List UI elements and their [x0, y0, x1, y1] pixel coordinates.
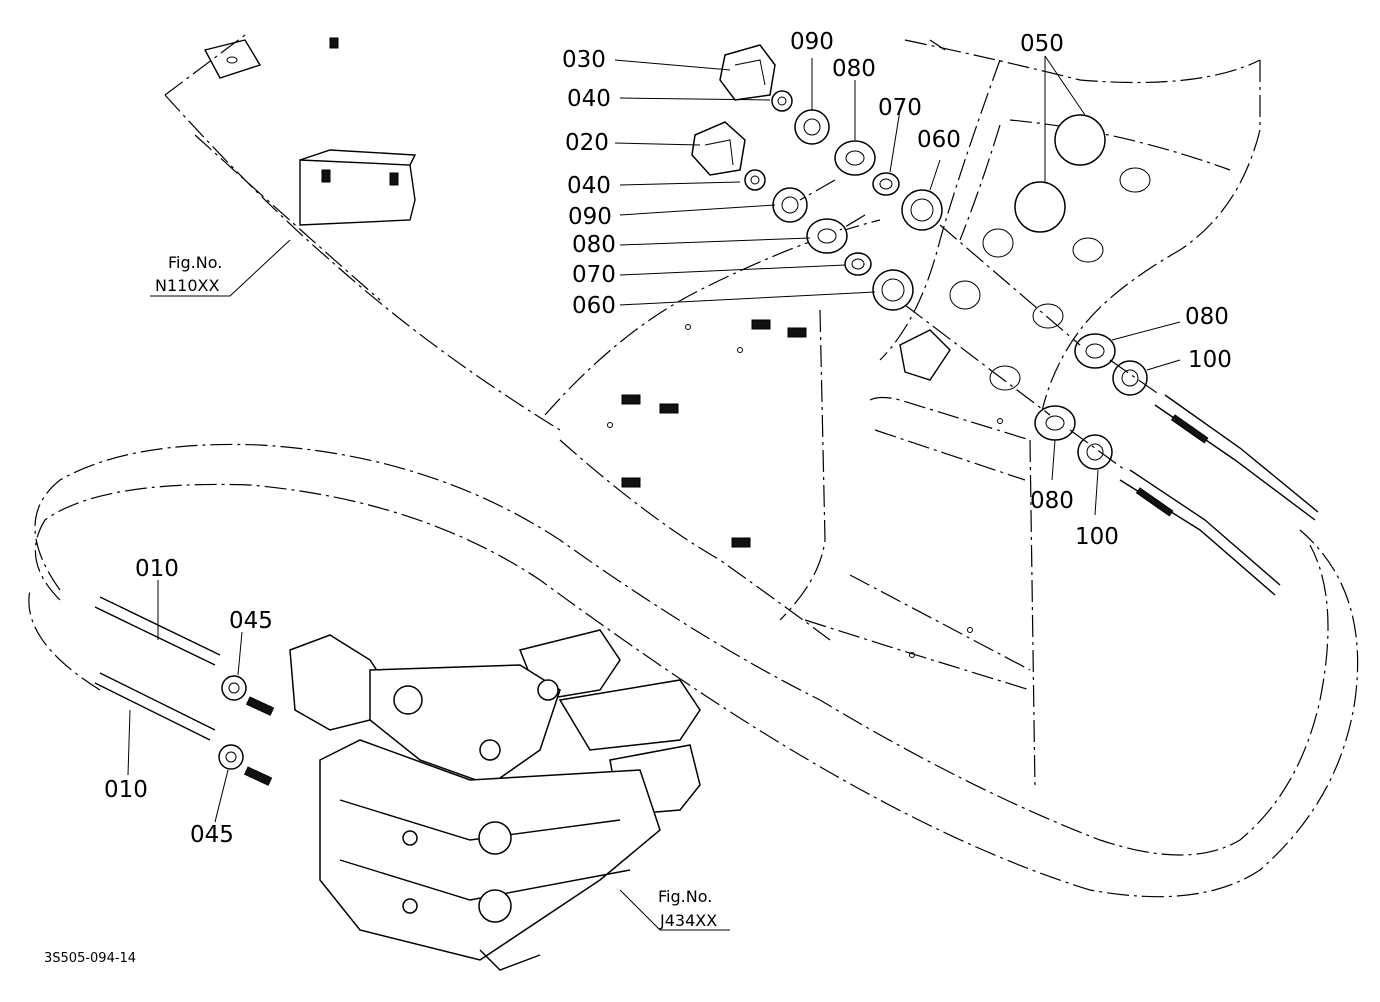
callout-090-a: 090: [790, 29, 834, 55]
callout-080-b: 080: [572, 232, 616, 258]
callout-060-a: 060: [917, 127, 961, 153]
callout-045-b: 045: [190, 822, 234, 848]
callout-100-b: 100: [1075, 524, 1119, 550]
callout-060-b: 060: [572, 293, 616, 319]
callout-040-b: 040: [567, 173, 611, 199]
callout-070-a: 070: [878, 95, 922, 121]
callout-070-b: 070: [572, 262, 616, 288]
studs: [607, 319, 1003, 658]
fig-ref-upper-code: N110XX: [155, 276, 219, 295]
callout-080-c: 080: [1185, 304, 1229, 330]
drawing-code: 3S505-094-14: [44, 951, 136, 966]
seal-parts: [691, 44, 1151, 470]
callout-080-a: 080: [832, 56, 876, 82]
cable-ends-right: [1119, 394, 1319, 596]
callout-050: 050: [1020, 31, 1064, 57]
callout-030: 030: [562, 47, 606, 73]
cable-ends-left: [94, 596, 275, 786]
callout-010-a: 010: [135, 556, 179, 582]
callout-045-a: 045: [229, 608, 273, 634]
cable-loop: [28, 443, 1359, 898]
callout-020: 020: [565, 130, 609, 156]
callout-080-d: 080: [1030, 488, 1074, 514]
callout-010-b: 010: [104, 777, 148, 803]
callout-labels: 030 040 020 040 090 080 070 060 090 080 …: [104, 29, 1232, 848]
panel-outline: [164, 34, 1261, 791]
upper-bracket-parts: [203, 37, 417, 226]
leader-lines: [127, 55, 1181, 823]
callout-090-b: 090: [568, 204, 612, 230]
fig-ref-upper-label: Fig.No.: [168, 253, 222, 272]
fig-ref-lower-code: J434XX: [659, 911, 717, 930]
callout-040-a: 040: [567, 86, 611, 112]
figure-references: Fig.No. N110XX Fig.No. J434XX: [155, 253, 717, 930]
valve-block: [289, 629, 701, 971]
fig-ref-lower-label: Fig.No.: [658, 887, 712, 906]
assembly-lines: [799, 179, 1161, 471]
callout-100-a: 100: [1188, 347, 1232, 373]
